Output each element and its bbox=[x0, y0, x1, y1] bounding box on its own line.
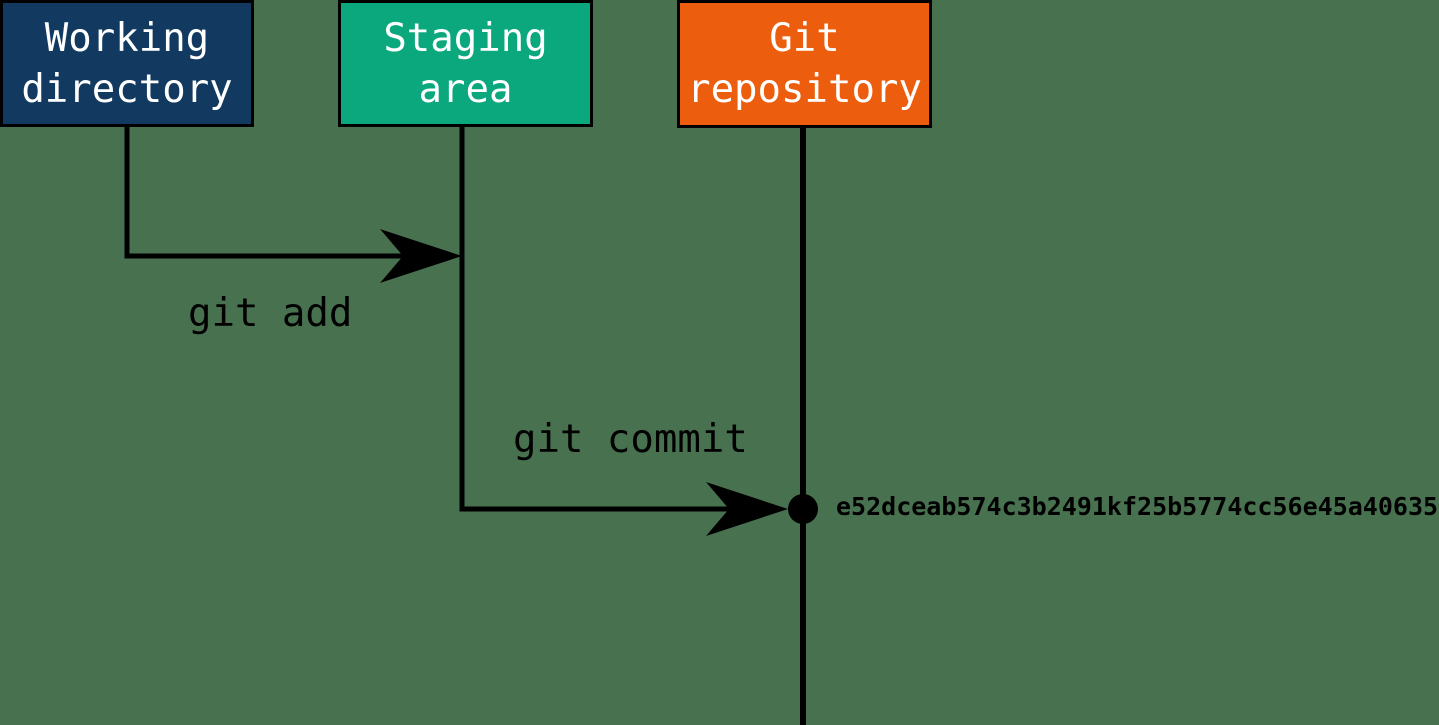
git-commit-arrow-line bbox=[459, 127, 730, 512]
commit-hash: e52dceab574c3b2491kf25b5774cc56e45a40635 bbox=[836, 492, 1439, 521]
commit-node-dot bbox=[788, 494, 818, 524]
git-commit-label: git commit bbox=[513, 417, 748, 462]
node-working-directory: Working directory bbox=[0, 0, 254, 127]
node-git-repository: Git repository bbox=[677, 0, 932, 128]
git-add-arrowhead-icon bbox=[380, 229, 462, 283]
node-staging-area: Staging area bbox=[338, 0, 593, 127]
git-add-arrow-line bbox=[124, 127, 404, 259]
git-commit-arrowhead-icon bbox=[706, 482, 788, 536]
git-add-label: git add bbox=[188, 291, 353, 336]
